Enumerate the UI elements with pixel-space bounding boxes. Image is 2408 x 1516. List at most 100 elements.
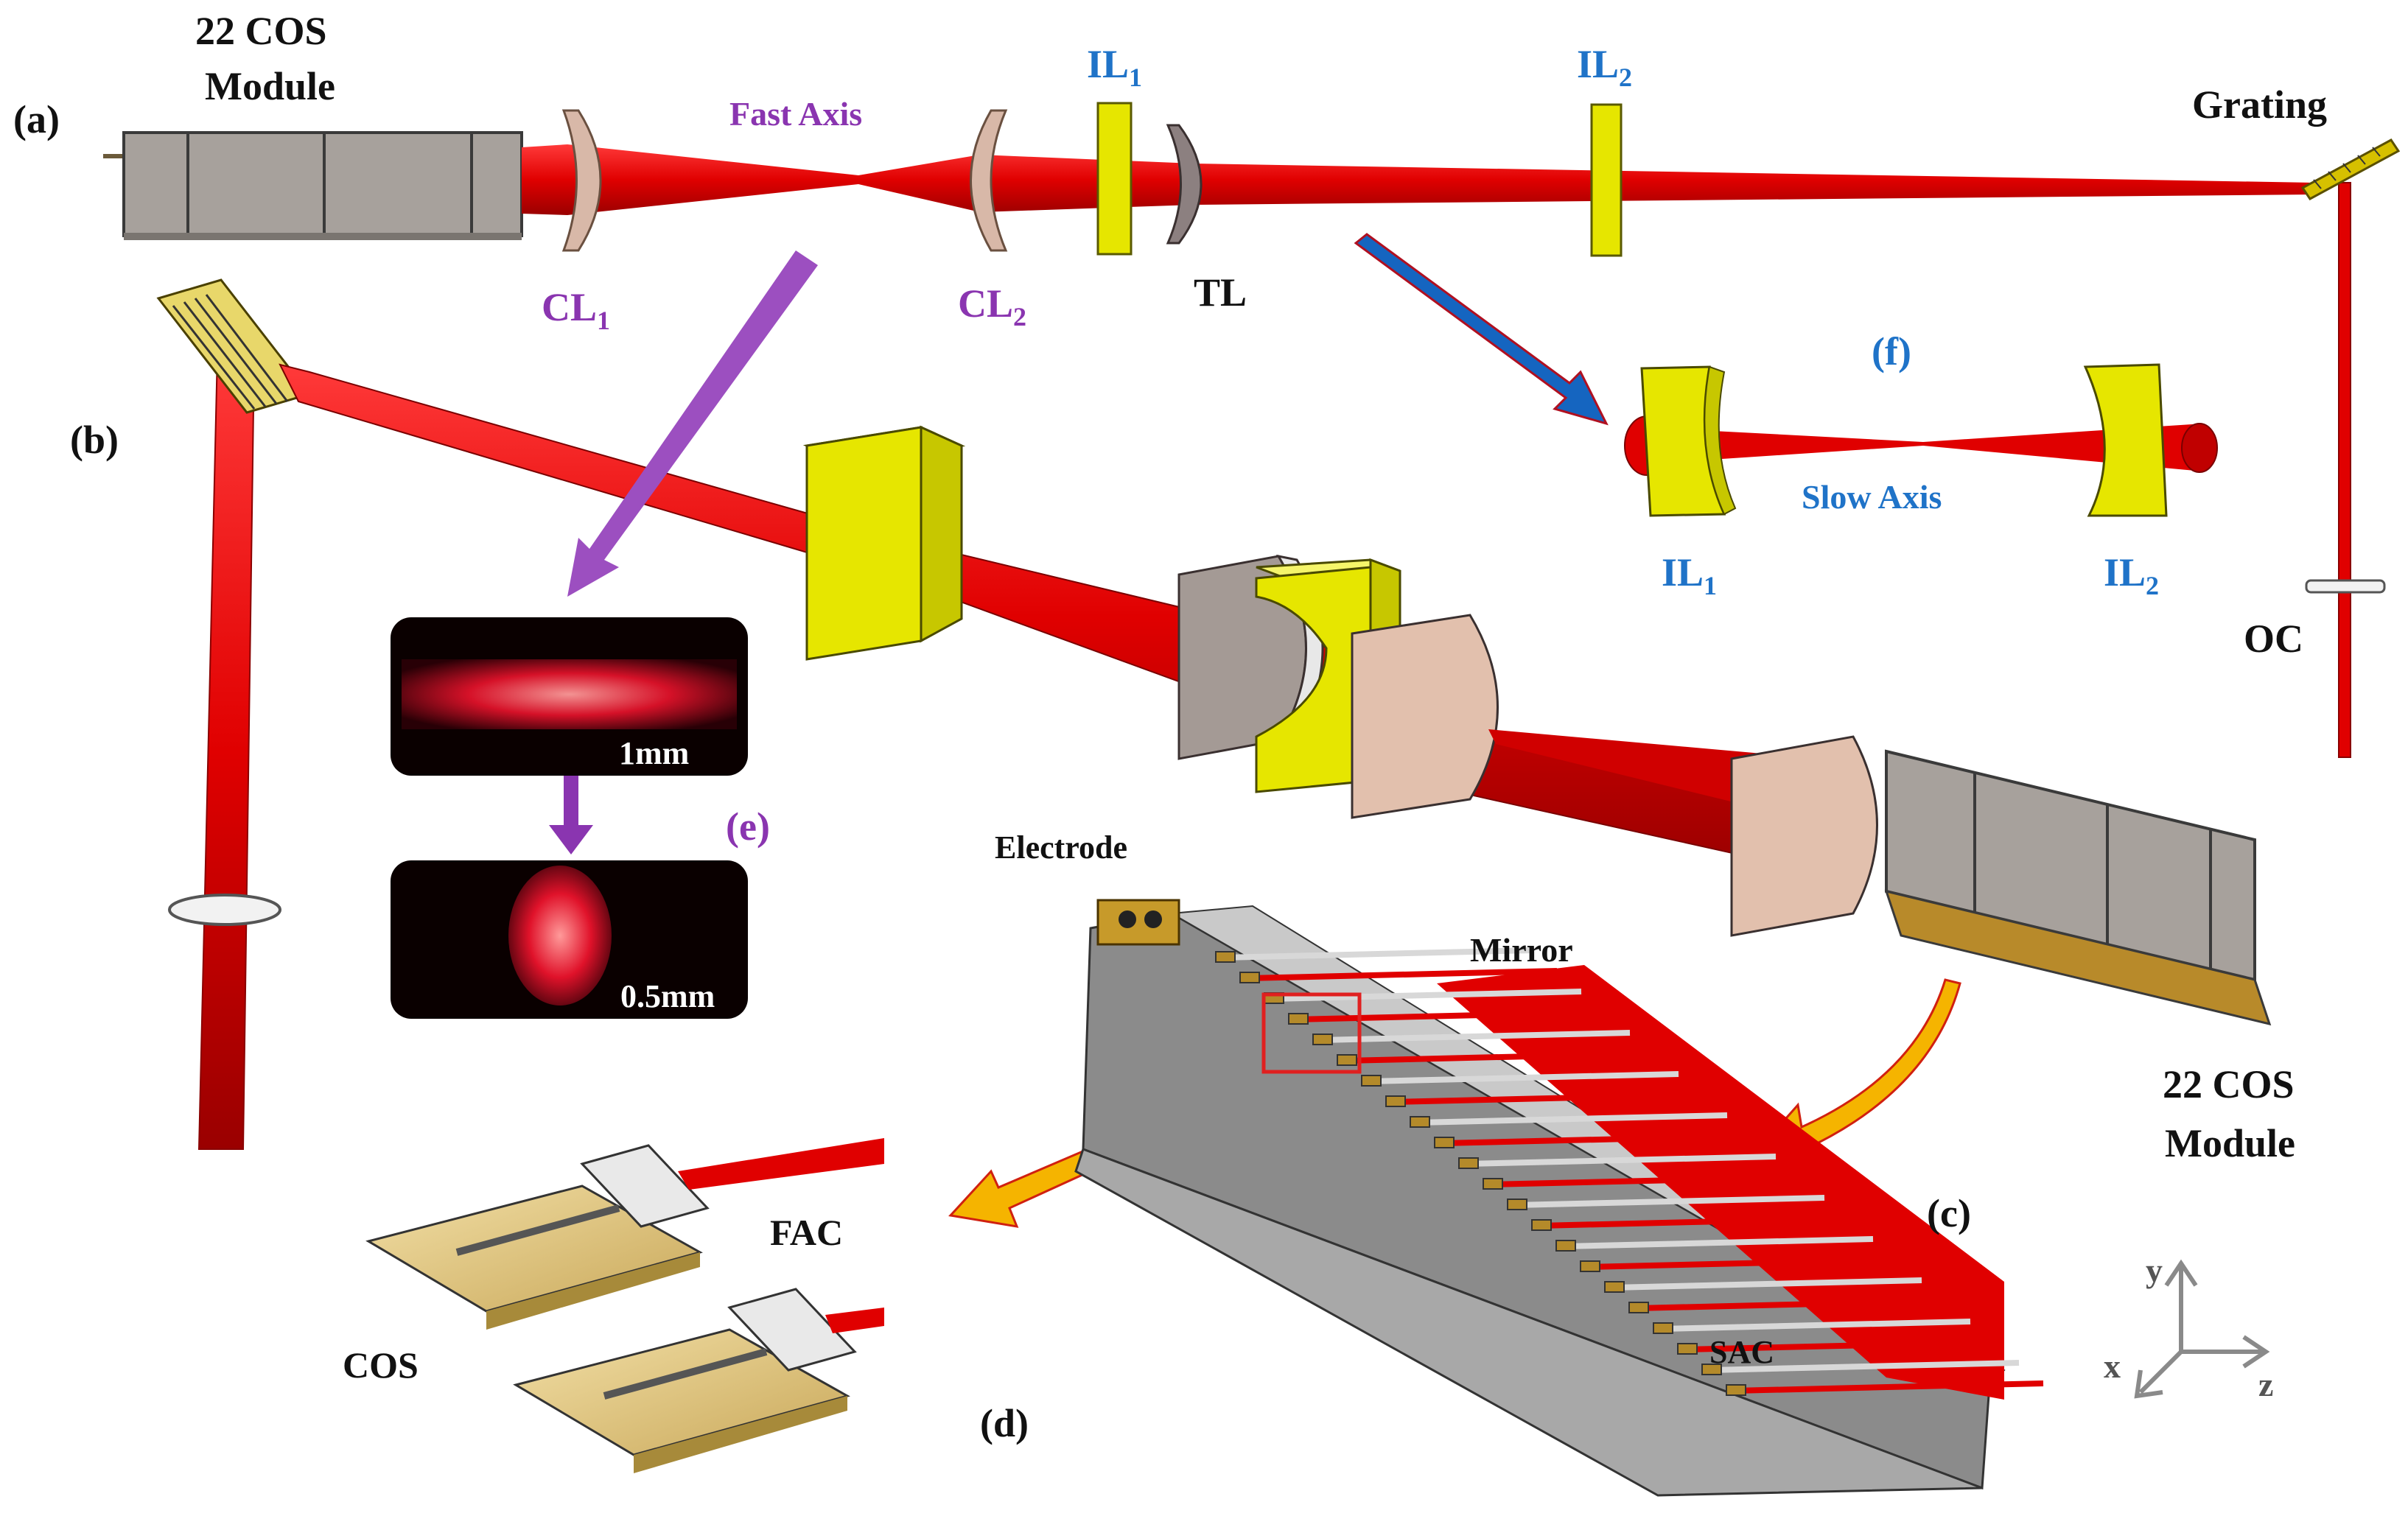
cos-chip-in-stack xyxy=(1483,1178,1503,1190)
cl1-label: CL1 xyxy=(542,285,610,335)
scale-05mm: 0.5mm xyxy=(620,978,715,1014)
cylindrical-lens-3d-pink xyxy=(1351,614,1499,819)
fac-lens-2 xyxy=(727,1288,857,1372)
interleaver-il1-top xyxy=(1096,102,1133,256)
cos-module-bottom xyxy=(1884,749,2272,1026)
sac-label: SAC xyxy=(1709,1334,1774,1370)
cylindrical-lens-cl2 xyxy=(970,109,1008,252)
arrow-purple-to-insets xyxy=(567,250,818,597)
output-coupler-ring-left xyxy=(168,894,281,926)
emitter-row xyxy=(1684,1339,1995,1352)
cos-chip-in-stack xyxy=(1458,1157,1479,1169)
interleaver-il1-f xyxy=(1640,365,1737,517)
cos-chip-in-stack xyxy=(1215,951,1236,963)
panel-a-fast-axis-layout xyxy=(103,102,2401,758)
cos-chip-in-stack xyxy=(1531,1219,1552,1231)
emitter-row xyxy=(1466,1154,1777,1167)
panel-e-beam-images xyxy=(391,617,748,1019)
cos-chip-in-stack xyxy=(1288,1013,1309,1025)
module-bottom-line2: Module xyxy=(2165,1121,2295,1165)
emitter-row xyxy=(1636,1298,1947,1311)
panel-d-cos-chips xyxy=(365,1138,884,1473)
emitter-row xyxy=(1709,1360,2020,1373)
emitter-row xyxy=(1393,1092,1704,1105)
emitter-row xyxy=(1295,1009,1606,1022)
scale-1mm: 1mm xyxy=(619,735,689,771)
cos-chip-in-stack xyxy=(1628,1302,1649,1313)
emitter-row xyxy=(1271,989,1582,1002)
emitter-row xyxy=(1733,1380,2044,1394)
cos-label: COS xyxy=(343,1344,419,1386)
interleaver-il2-top xyxy=(1590,103,1623,257)
tl-label: TL xyxy=(1194,270,1247,315)
grating-3d xyxy=(156,278,312,414)
cos-chip-in-stack xyxy=(1701,1364,1722,1375)
emitter-row xyxy=(1247,968,1558,981)
beam-3d-diagonal xyxy=(279,363,1806,871)
panel-label-a: (a) xyxy=(13,97,60,141)
emitter-row xyxy=(1539,1215,1849,1229)
cos-chip-in-stack xyxy=(1580,1260,1600,1272)
cos-chip-1 xyxy=(365,1138,884,1330)
beam-vertical-right xyxy=(2338,182,2351,758)
cos-chip-in-stack xyxy=(1361,1075,1382,1087)
emitter-row xyxy=(1514,1195,1825,1208)
telescope-lens-tl xyxy=(1166,124,1203,245)
interleaver-il2-f xyxy=(2083,363,2168,517)
cos-chip-in-stack xyxy=(1726,1384,1746,1396)
cos-chip-in-stack xyxy=(1385,1095,1406,1107)
emitter-rows xyxy=(1215,947,2044,1396)
cylindrical-lens-cl1 xyxy=(561,109,602,252)
slow-axis-label: Slow Axis xyxy=(1802,478,1942,516)
axis-y-label: y xyxy=(2146,1252,2163,1289)
emitter-row xyxy=(1563,1236,1874,1249)
fac-label: FAC xyxy=(770,1212,843,1253)
grating-label: Grating xyxy=(2192,83,2327,127)
il1-top-label: IL1 xyxy=(1087,42,1142,92)
cl2-label: CL2 xyxy=(958,281,1026,331)
beam-vertical-left xyxy=(197,353,256,1150)
panel-f-slow-axis xyxy=(1624,363,2218,517)
emitter-row xyxy=(1368,1071,1679,1084)
panel-label-b: (b) xyxy=(70,418,119,462)
cos-chip-in-stack xyxy=(1677,1343,1698,1355)
output-coupler-oc xyxy=(2305,579,2386,594)
zoom-box xyxy=(1261,992,1362,1074)
coordinate-axes xyxy=(2134,1259,2270,1399)
oc-label: OC xyxy=(2244,617,2303,661)
il1-f-label: IL1 xyxy=(1662,550,1717,600)
emitter-row xyxy=(1222,947,1533,961)
il2-top-label: IL2 xyxy=(1577,42,1632,92)
axis-z-label: z xyxy=(2258,1366,2273,1403)
fac-lens-1 xyxy=(580,1144,710,1228)
emitter-row xyxy=(1587,1257,1898,1270)
grating-top-right xyxy=(2300,138,2401,200)
electrode xyxy=(1096,899,1180,946)
emitter-row xyxy=(1611,1277,1922,1291)
cos-chip-2 xyxy=(513,1288,884,1473)
arrow-purple-inset-down xyxy=(549,773,593,854)
slow-axis-lens-3d xyxy=(1730,735,1878,937)
il2-f-label: IL2 xyxy=(2104,550,2159,600)
cos-chip-in-stack xyxy=(1434,1137,1455,1148)
fast-axis-label: Fast Axis xyxy=(729,95,862,133)
cos-chip-in-stack xyxy=(1653,1322,1673,1334)
electrode-label: Electrode xyxy=(995,829,1127,866)
cos-chip-in-stack xyxy=(1555,1240,1576,1252)
emitter-row xyxy=(1417,1112,1728,1126)
cos-chip-in-stack xyxy=(1410,1116,1430,1128)
interleaver-il1-3d xyxy=(802,425,966,661)
panel-label-f: (f) xyxy=(1872,329,1911,373)
panel-c-diode-stack xyxy=(1074,899,2044,1497)
emitter-row xyxy=(1490,1174,1801,1187)
module-top-line1: 22 COS xyxy=(195,9,327,53)
module-bottom-line1: 22 COS xyxy=(2163,1062,2295,1106)
cos-chip-in-stack xyxy=(1312,1034,1333,1045)
module-top-line2: Module xyxy=(205,64,335,108)
cos-chip-in-stack xyxy=(1604,1281,1625,1293)
panel-b-3d-layout xyxy=(156,278,2272,1150)
emitter-row xyxy=(1344,1050,1655,1064)
cos-chip-in-stack xyxy=(1507,1199,1527,1210)
emitter-row xyxy=(1660,1319,1971,1332)
